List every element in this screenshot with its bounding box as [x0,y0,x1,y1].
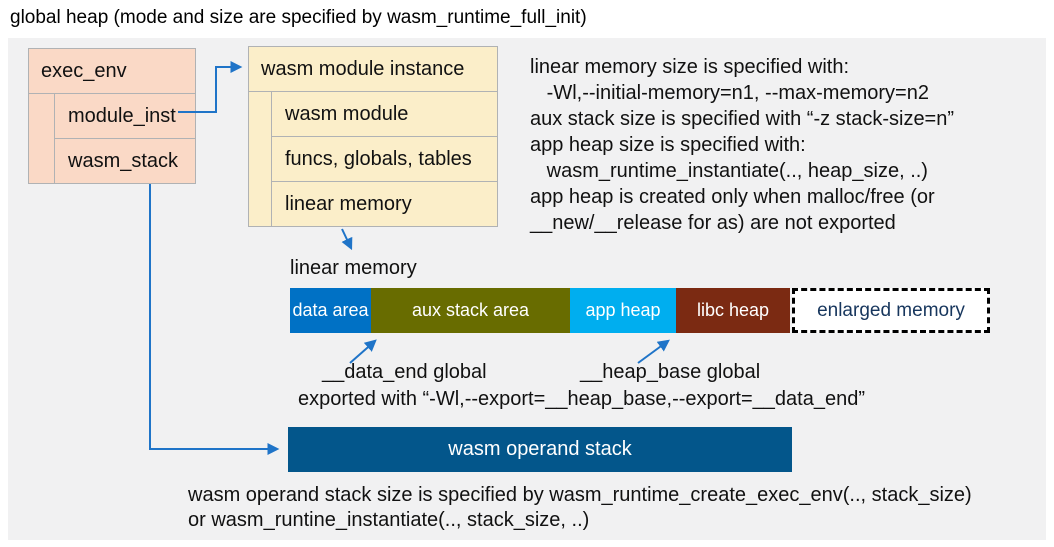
module-instance-header: wasm module instance [249,47,497,92]
segment-libc-heap: libc heap [676,288,790,333]
module-instance-box: wasm module instance wasm module funcs, … [248,46,498,227]
note-line: linear memory size is specified with: [530,56,849,78]
segment-aux-stack-area: aux stack area [371,288,570,333]
note-line: wasm operand stack size is specified by … [188,484,972,506]
note-line: wasm_runtime_instantiate(.., heap_size, … [530,160,928,182]
exec-env-row-wasm-stack: wasm_stack [54,139,195,183]
note-line: __new/__release for as) are not exported [530,212,896,234]
note-line: or wasm_runtine_instantiate(.., stack_si… [188,509,590,531]
notes-right: linear memory size is specified with: -W… [530,54,954,236]
exec-env-row-module-inst: module_inst [54,94,195,139]
segment-data-area: data area [290,288,371,333]
note-line: aux stack size is specified with “-z sta… [530,108,955,130]
segment-app-heap: app heap [570,288,676,333]
linear-memory-label: linear memory [290,257,417,279]
module-instance-row-linear-memory: linear memory [271,182,497,226]
exec-env-header: exec_env [29,49,195,94]
note-line: -Wl,--initial-memory=n1, --max-memory=n2 [530,82,929,104]
exec-env-box: exec_env module_inst wasm_stack [28,48,196,184]
heap-base-global-label: __heap_base global [580,361,761,383]
module-instance-row-funcs-globals-tables: funcs, globals, tables [271,137,497,182]
note-line: app heap size is specified with: [530,134,806,156]
exported-with-label: exported with “-Wl,--export=__heap_base,… [298,388,865,410]
notes-bottom: wasm operand stack size is specified by … [188,483,972,533]
module-instance-row-wasm-module: wasm module [271,92,497,137]
data-end-global-label: __data_end global [322,361,487,383]
note-line: app heap is created only when malloc/fre… [530,186,935,208]
wasm-operand-stack-bar: wasm operand stack [288,427,792,472]
diagram-title: global heap (mode and size are specified… [10,7,587,28]
segment-enlarged-memory: enlarged memory [792,288,990,333]
